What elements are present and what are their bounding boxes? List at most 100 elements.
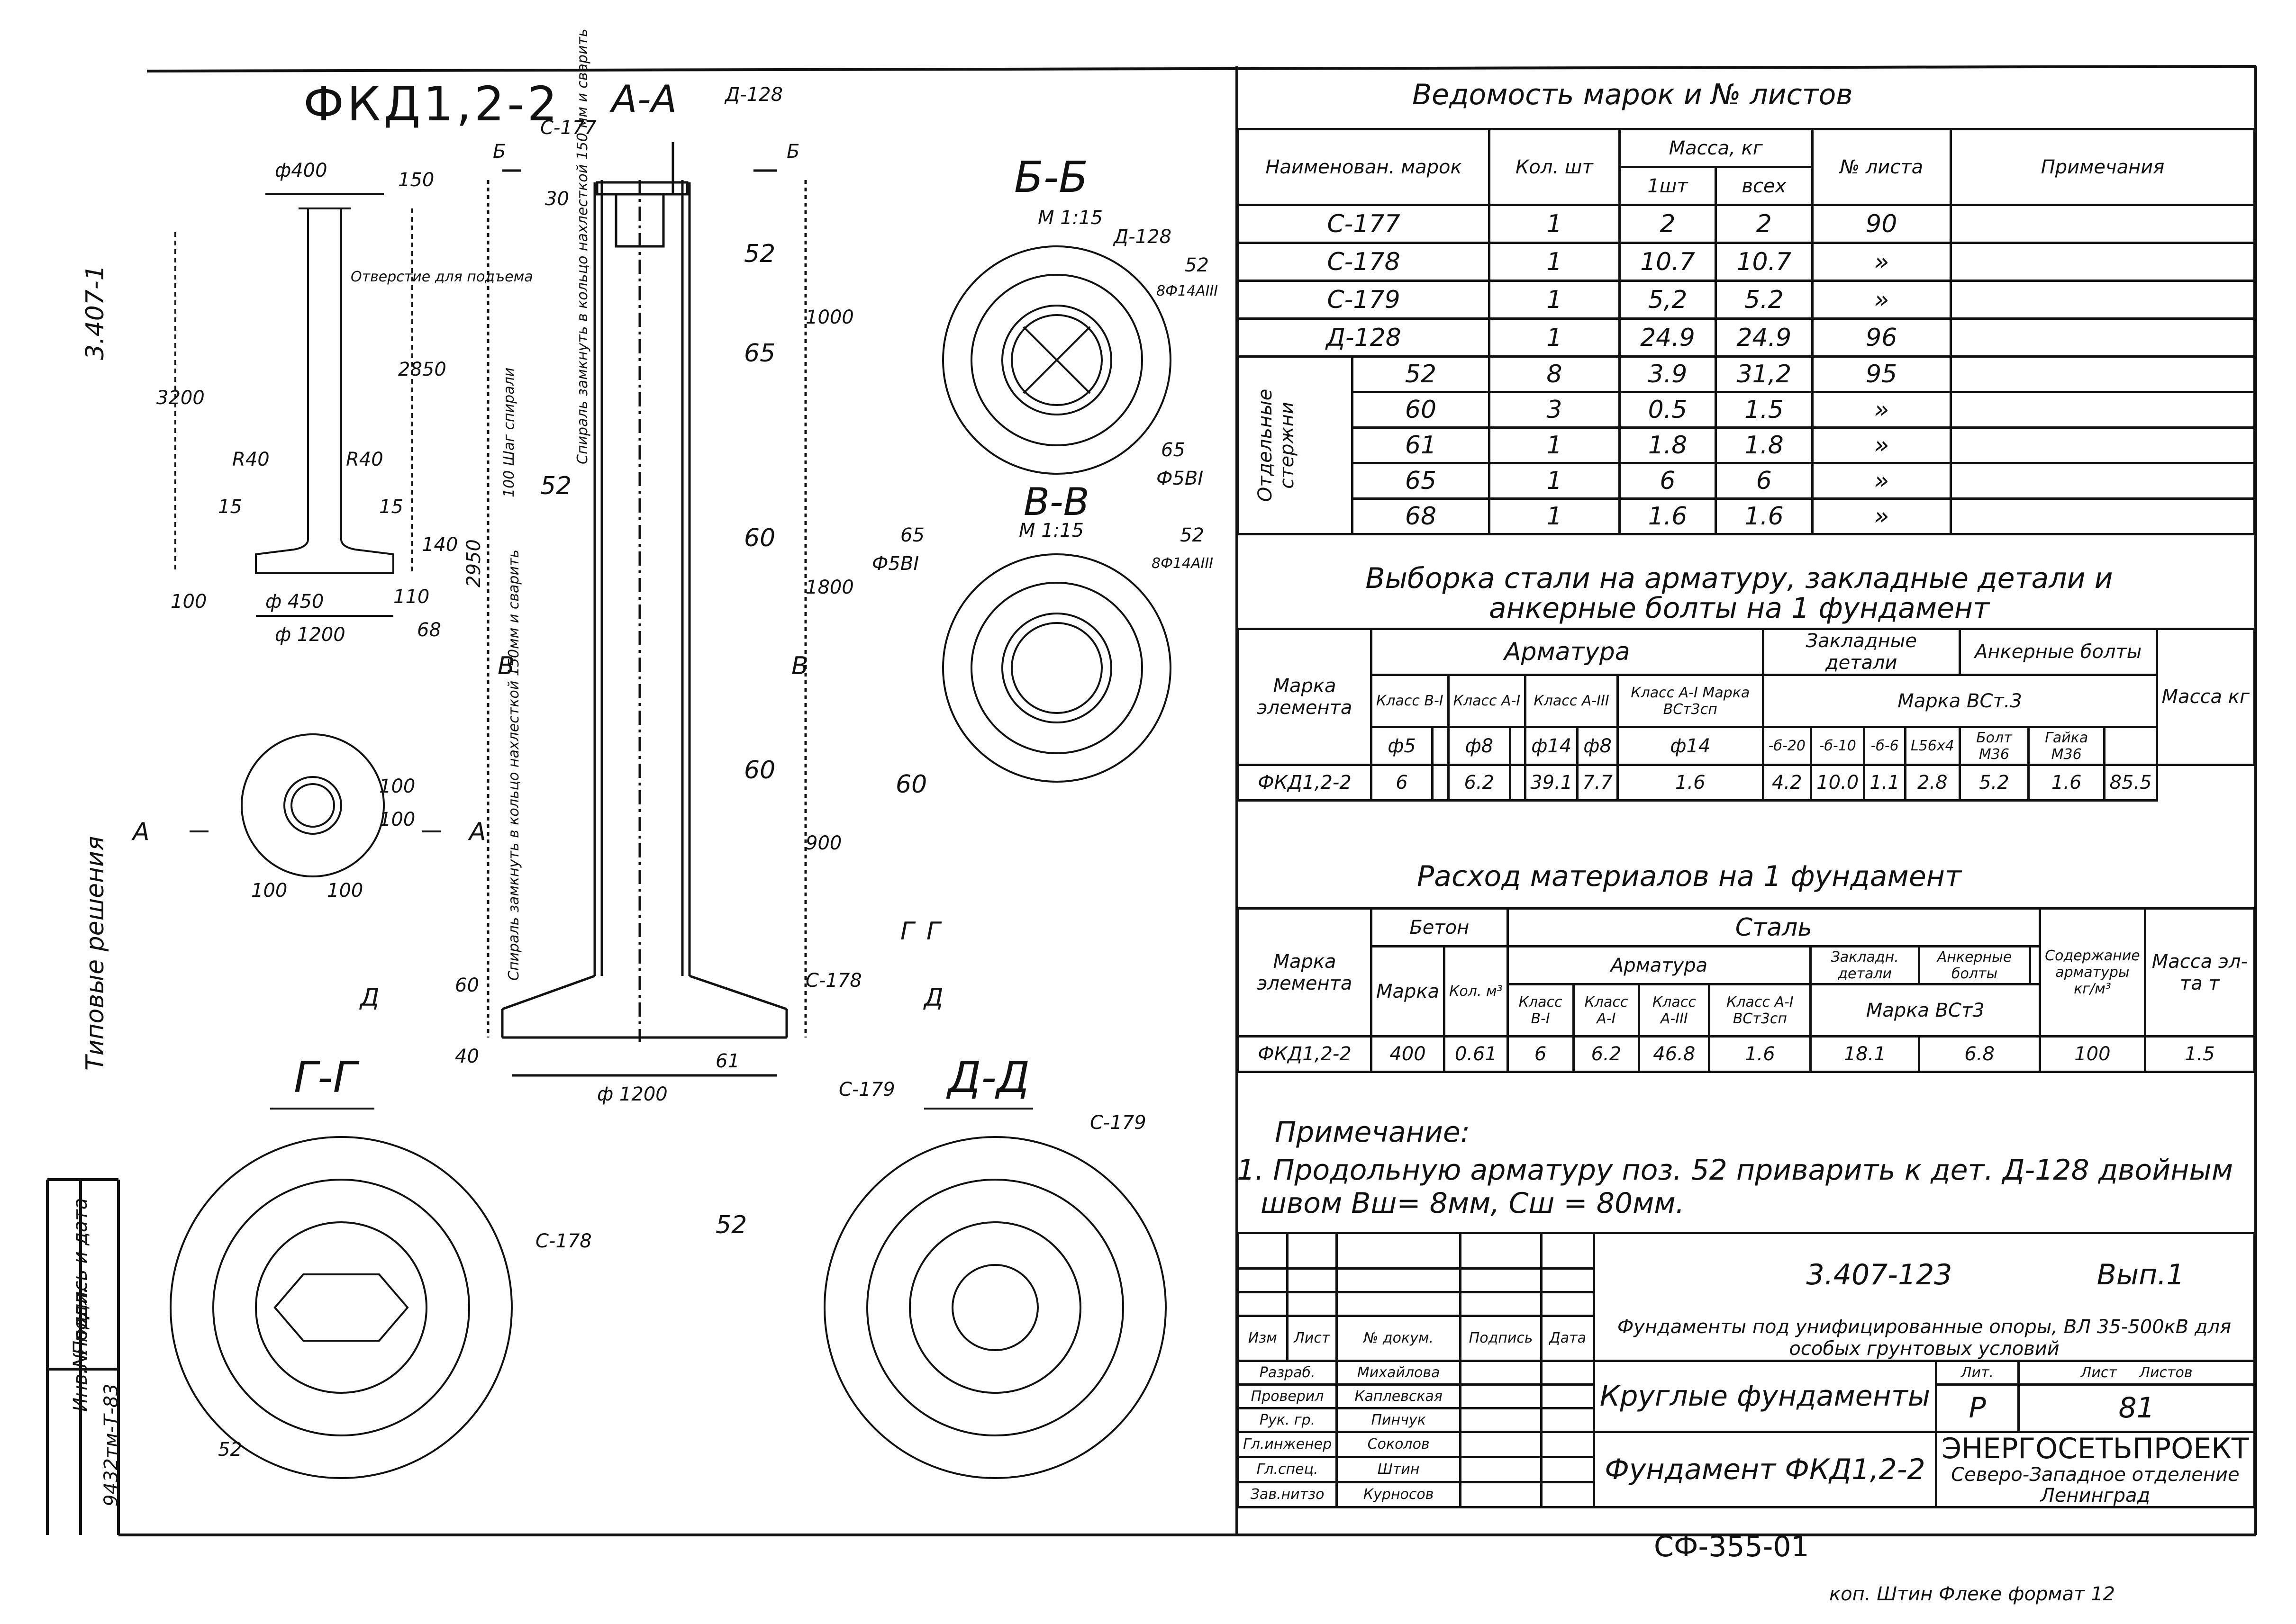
- dim-label: ф400: [275, 160, 327, 181]
- marks-cell: »: [1811, 280, 1952, 320]
- marks-head-mall: всех: [1715, 166, 1814, 206]
- staff-name: Курносов: [1335, 1480, 1462, 1508]
- mat-head-steel: Сталь: [1506, 907, 2042, 947]
- staff-name: Штин: [1335, 1455, 1462, 1483]
- marks-cell: 0.5: [1618, 391, 1717, 429]
- plan-label: 100: [379, 809, 416, 830]
- marks-cell: 24.9: [1618, 317, 1717, 358]
- steel-head-mark: Марка элемента: [1237, 628, 1372, 766]
- dim-label: R40: [232, 449, 270, 470]
- steel-head-grade: Марка ВСт.3: [1761, 674, 2158, 728]
- dim-label: 110: [393, 586, 430, 608]
- marks-cell: »: [1811, 391, 1952, 429]
- plan-label: 100: [379, 776, 416, 797]
- bb-label: Д-128: [1114, 226, 1172, 248]
- steel-cell: [1431, 764, 1450, 802]
- vv-label: Ф5ВI: [872, 553, 919, 575]
- staff-name: Пинчук: [1335, 1407, 1462, 1433]
- doc-code: 3.407-123: [1806, 1258, 1952, 1292]
- mat-head-anchor: Анкерные болты: [1917, 945, 2032, 985]
- steel-cell: 39.1: [1524, 764, 1579, 802]
- marks-cell: 3: [1488, 391, 1621, 429]
- steel-sub: ф8: [1447, 726, 1511, 766]
- plan-label: А: [469, 818, 486, 846]
- dim-label: 150: [398, 169, 435, 191]
- section-aa-title: А-А: [611, 77, 677, 121]
- aa-label: 60: [744, 524, 776, 552]
- aa-label: В: [791, 652, 808, 680]
- staff-name: Каплевская: [1335, 1383, 1462, 1409]
- dim-label: 140: [422, 534, 458, 556]
- materials-table-title: Расход материалов на 1 фундамент: [1417, 860, 1961, 893]
- section-vv-view: [942, 553, 1171, 783]
- lit-value: Р: [1934, 1383, 2020, 1433]
- mat-head-vst: Марка ВСт3: [1809, 983, 2042, 1038]
- section-gg-title: Г-Г: [294, 1053, 357, 1102]
- sheet-header: Лист: [2080, 1364, 2117, 1381]
- aa-label: 60: [744, 756, 776, 785]
- steel-cell: 1.6: [1616, 764, 1764, 802]
- vv-label: 60: [896, 770, 927, 799]
- steel-sub: ф8: [1576, 726, 1619, 766]
- marks-head-notes: Примечания: [1950, 128, 2256, 206]
- aa-label: С-179: [839, 1079, 895, 1101]
- marks-cell: 6: [1715, 462, 1814, 500]
- elevation-note: Отверстие для подъема: [351, 269, 533, 285]
- steel-sub: Гайка М36: [2027, 726, 2106, 766]
- steel-cell: [1508, 764, 1527, 802]
- bb-label: Ф5ВI: [1156, 468, 1204, 489]
- steel-sub: ф14: [1616, 726, 1764, 766]
- aa-label: 52: [540, 472, 572, 500]
- org-city: Ленинград: [2040, 1484, 2151, 1507]
- marks-cell: 3.9: [1618, 355, 1717, 393]
- front-elevation: [174, 193, 413, 617]
- marks-cell: 68: [1351, 497, 1491, 535]
- mat-head-class: Класс А-I: [1572, 983, 1641, 1038]
- marks-cell: 1.5: [1715, 391, 1814, 429]
- steel-sub: ф14: [1524, 726, 1579, 766]
- steel-sub: [1508, 726, 1527, 766]
- marks-cell: 2: [1618, 204, 1717, 244]
- dim-label: 2850: [398, 359, 446, 380]
- mat-cell: 1.6: [1708, 1035, 1812, 1073]
- marks-cell: 95: [1811, 355, 1952, 393]
- gg-label: 52: [218, 1439, 242, 1461]
- aa-label: Д: [360, 983, 380, 1012]
- signature-date-label: Подпись и дата: [70, 1198, 91, 1355]
- mat-head-class: Класс В-I: [1506, 983, 1575, 1038]
- aa-label: ф 1200: [597, 1083, 668, 1105]
- marks-cell: 52: [1351, 355, 1491, 393]
- marks-cell: 61: [1351, 426, 1491, 464]
- steel-cell: 5.2: [1958, 764, 2030, 802]
- marks-cell: 1: [1488, 317, 1621, 358]
- title-block: 3.407-123 Вып.1 Изм Лист № докум. Подпис…: [1236, 1232, 2256, 1508]
- aa-label: 65: [744, 339, 776, 368]
- steel-sub: -б-10: [1809, 726, 1866, 766]
- tb-col-head: Дата: [1540, 1315, 1596, 1362]
- sheet-frame: [46, 65, 2257, 1536]
- plan-label: А: [133, 818, 150, 846]
- marks-head-mass: Масса, кг: [1618, 128, 1814, 168]
- section-vv-title: В-В: [1024, 480, 1089, 524]
- mat-head-arm: Арматура: [1506, 945, 1812, 985]
- steel-head-embed: Закладные детали: [1761, 628, 1961, 676]
- staff-role: Гл.спец.: [1236, 1455, 1338, 1483]
- tb-col-head: Изм: [1237, 1315, 1289, 1362]
- bb-label: 8Ф14АIII: [1156, 283, 1218, 299]
- dim-label: 100: [171, 591, 207, 613]
- section-bb-title: Б-Б: [1014, 153, 1088, 202]
- marks-cell: 1: [1488, 462, 1621, 500]
- aa-label: 1000: [806, 307, 854, 328]
- steel-sub: Болт М36: [1958, 726, 2030, 766]
- vv-label: 8Ф14АIII: [1152, 555, 1214, 572]
- tb-col-head: Подпись: [1459, 1315, 1543, 1362]
- dim-label: 3200: [156, 387, 205, 409]
- marks-cell: »: [1811, 497, 1952, 535]
- marks-cell: 1: [1488, 280, 1621, 320]
- mat-cell: 400: [1370, 1035, 1446, 1073]
- steel-head-arm: Арматура: [1370, 628, 1764, 676]
- aa-label: Г: [926, 917, 940, 946]
- marks-cell: 6: [1618, 462, 1717, 500]
- aa-label: Д-128: [725, 84, 783, 106]
